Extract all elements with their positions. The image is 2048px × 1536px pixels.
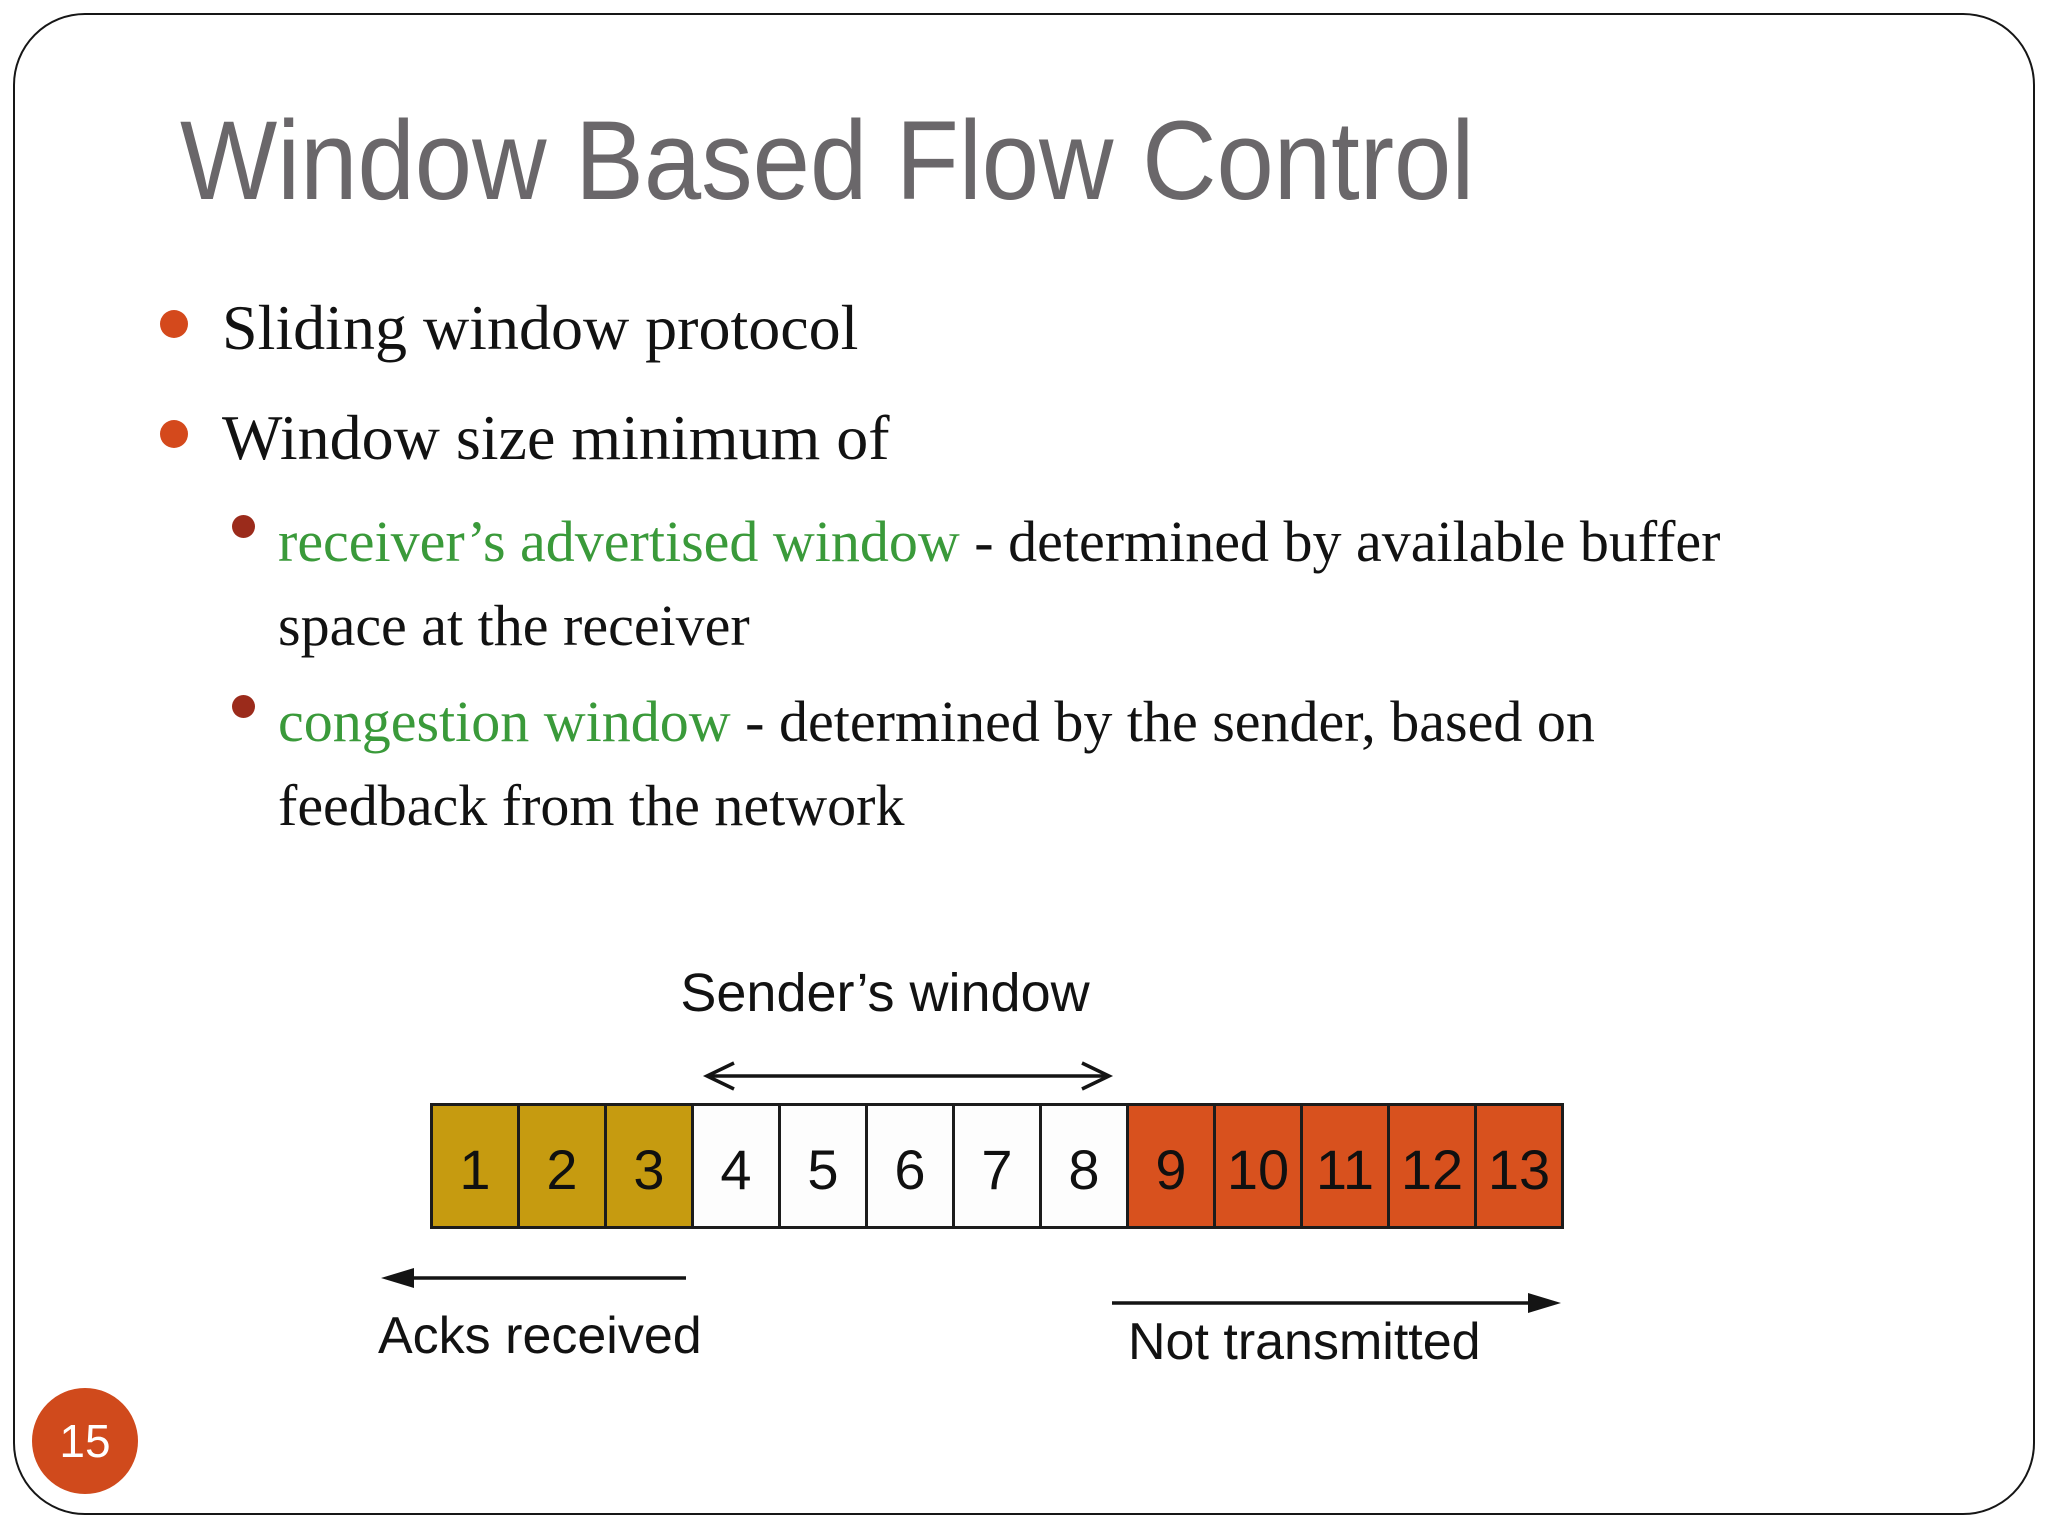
page-title: Window Based Flow Control [180,98,1475,223]
seq-cell-9: 9 [1126,1103,1216,1229]
seq-cell-3: 3 [604,1103,694,1229]
seq-cell-10: 10 [1213,1103,1303,1229]
bullet-text: Sliding window protocol [222,292,859,363]
seq-cell-11: 11 [1300,1103,1390,1229]
seq-cell-4: 4 [691,1103,781,1229]
left-arrow-icon [381,1268,686,1288]
bullet-item-window-size: Window size minimum of [160,400,890,477]
sub-bullet-dot-icon [232,695,255,718]
sub-bullet-text-line2: space at the receiver [278,593,750,659]
page-number-badge: 15 [32,1388,138,1494]
bullet-dot-icon [160,310,188,338]
highlight-receiver-window: receiver’s advertised window [278,509,960,574]
highlight-congestion-window: congestion window [278,689,731,754]
bullet-item-sliding-window: Sliding window protocol [160,290,858,367]
page-number: 15 [59,1415,111,1467]
senders-window-label: Sender’s window [680,963,1090,1023]
seq-cell-2: 2 [517,1103,607,1229]
sequence-cell-row: 1 2 3 4 5 6 7 8 9 10 11 12 13 [430,1103,1564,1229]
sub-bullet-text-line1: - determined by available buffer [959,509,1721,574]
seq-cell-8: 8 [1039,1103,1129,1229]
sub-bullet-text-line1: - determined by the sender, based on [730,689,1595,754]
seq-cell-6: 6 [865,1103,955,1229]
seq-cell-13: 13 [1474,1103,1564,1229]
sub-bullet-congestion-window: congestion window - determined by the se… [232,680,1595,848]
not-transmitted-label: Not transmitted [1128,1313,1481,1371]
left-right-arrow-icon [702,1061,1114,1091]
right-arrow-icon [1112,1293,1561,1313]
bullet-dot-icon [160,420,188,448]
acks-received-label: Acks received [378,1307,702,1365]
sub-bullet-receiver-window: receiver’s advertised window - determine… [232,500,1720,668]
sub-bullet-text-line2: feedback from the network [278,773,905,839]
sub-bullet-dot-icon [232,515,255,538]
seq-cell-7: 7 [952,1103,1042,1229]
seq-cell-12: 12 [1387,1103,1477,1229]
bullet-text: Window size minimum of [222,402,890,473]
slide-border [13,13,2035,1515]
seq-cell-1: 1 [430,1103,520,1229]
seq-cell-5: 5 [778,1103,868,1229]
